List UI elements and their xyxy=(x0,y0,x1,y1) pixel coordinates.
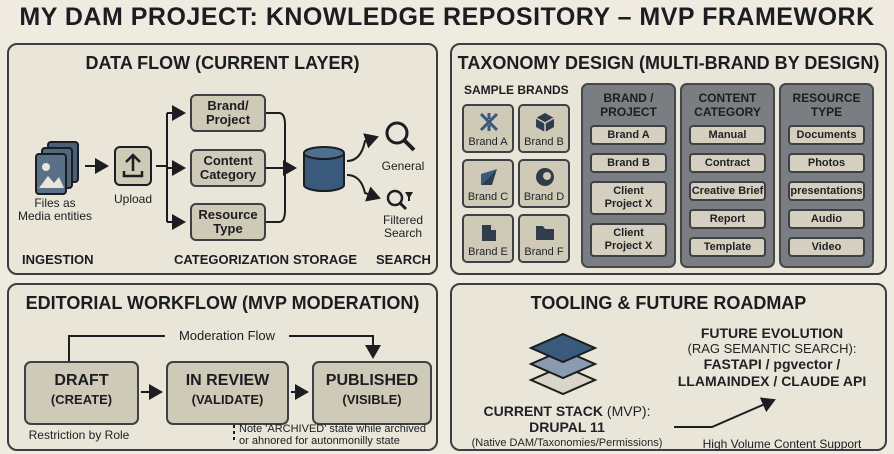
general-label: General xyxy=(381,159,425,173)
state-draft: DRAFT (CREATE) xyxy=(24,361,139,425)
brand-b-icon xyxy=(535,113,555,132)
restriction-label: Restriction by Role xyxy=(28,428,130,442)
resource-type-box: Resource Type xyxy=(190,203,266,241)
tooling-title: TOOLING & FUTURE ROADMAP xyxy=(530,293,807,313)
column-item: Creative Brief xyxy=(689,181,766,201)
resource-type-column: RESOURCE TYPE Documents Photos presentat… xyxy=(779,83,874,268)
current-stack-block: CURRENT STACK (MVP): DRUPAL 11 (Native D… xyxy=(462,403,672,449)
column-item: Client Project X xyxy=(590,181,667,215)
upload-icon xyxy=(114,146,152,186)
brand-e-icon xyxy=(482,225,496,241)
content-category-column: CONTENT CATEGORY Manual Contract Creativ… xyxy=(680,83,775,268)
search-icon xyxy=(385,121,416,152)
filtered-search-label: Filtered Search xyxy=(382,213,423,240)
current-stack-label: CURRENT STACK xyxy=(483,403,604,419)
column-item: Brand A xyxy=(590,125,667,145)
content-category-box: Content Category xyxy=(190,149,266,187)
brand-f-folder-icon xyxy=(536,226,554,240)
taxonomy-title: TAXONOMY DESIGN (MULTI-BRAND BY DESIGN) xyxy=(457,53,880,73)
brand-card-f: Brand F xyxy=(518,214,570,263)
column-item: Client Project X xyxy=(590,223,667,257)
moderation-flow-label: Moderation Flow xyxy=(167,328,287,343)
current-stack-note: (Native DAM/Taxonomies/Permissions) xyxy=(471,437,663,449)
stack-layers-icon xyxy=(528,332,598,396)
column-item: presentations xyxy=(788,181,865,201)
brand-project-box: Brand/ Project xyxy=(190,94,266,132)
filtered-search-icon xyxy=(386,189,413,211)
current-stack-value: DRUPAL 11 xyxy=(529,419,605,435)
search-label: SEARCH xyxy=(376,252,431,267)
column-item: Audio xyxy=(788,209,865,229)
state-in-review: IN REVIEW (VALIDATE) xyxy=(166,361,289,425)
roadmap-arrow xyxy=(674,397,776,428)
brand-card-d-label: Brand D xyxy=(523,191,565,203)
workflow-title: EDITORIAL WORKFLOW (MVP MODERATION) xyxy=(25,293,420,313)
brand-card-b-label: Brand B xyxy=(524,136,564,148)
state-published: PUBLISHED (VISIBLE) xyxy=(312,361,432,425)
workflow-arrows xyxy=(68,335,381,440)
state-name: IN REVIEW xyxy=(185,372,270,389)
future-block: FUTURE EVOLUTION (RAG SEMANTIC SEARCH): … xyxy=(662,325,882,390)
column-item: Manual xyxy=(689,125,766,145)
column-header: RESOURCE TYPE xyxy=(792,91,861,119)
column-item: Brand B xyxy=(590,153,667,173)
files-label: Files as Media entities xyxy=(17,196,93,223)
brand-c-icon xyxy=(481,169,497,185)
current-stack-mvp: (MVP): xyxy=(603,403,651,419)
brand-card-e: Brand E xyxy=(462,214,514,263)
brand-card-a-label: Brand A xyxy=(468,136,508,148)
column-item: Contract xyxy=(689,153,766,173)
brand-project-column: BRAND / PROJECT Brand A Brand B Client P… xyxy=(581,83,676,268)
files-icon xyxy=(35,141,79,195)
sample-brands-label: SAMPLE BRANDS xyxy=(464,83,569,97)
current-stack-heading: CURRENT STACK (MVP): xyxy=(462,403,672,419)
brand-card-c: Brand C xyxy=(462,159,514,208)
data-flow-panel: DATA FLOW (CURRENT LAYER) Files as Media… xyxy=(7,43,438,275)
state-name: PUBLISHED xyxy=(325,372,419,389)
brand-a-icon xyxy=(479,112,499,132)
state-sub: (CREATE) xyxy=(50,392,113,407)
database-icon xyxy=(303,146,345,192)
state-name: DRAFT xyxy=(54,372,109,389)
column-item: Video xyxy=(788,237,865,257)
brand-card-f-label: Brand F xyxy=(524,246,564,258)
page-title: MY DAM PROJECT: KNOWLEDGE REPOSITORY – M… xyxy=(19,3,875,31)
future-title: FUTURE EVOLUTION xyxy=(700,325,844,341)
column-item: Report xyxy=(689,209,766,229)
future-stack: FASTAPI / pgvector / LLAMAINDEX / CLAUDE… xyxy=(677,356,867,389)
tooling-panel: TOOLING & FUTURE ROADMAP FUTURE EVOLUTIO… xyxy=(450,283,887,451)
column-item: Photos xyxy=(788,153,865,173)
state-sub: (VISIBLE) xyxy=(342,392,402,407)
volume-note: High Volume Content Support xyxy=(702,437,862,451)
data-flow-arrows xyxy=(85,105,381,230)
archived-note: Note 'ARCHIVED' state while archived or … xyxy=(239,423,426,447)
brand-d-icon xyxy=(536,168,554,186)
brand-card-d: Brand D xyxy=(518,159,570,208)
storage-label: STORAGE xyxy=(293,252,358,267)
future-subtitle: (RAG SEMANTIC SEARCH): xyxy=(687,341,857,356)
column-header: CONTENT CATEGORY xyxy=(694,91,761,119)
data-flow-title: DATA FLOW (CURRENT LAYER) xyxy=(85,53,360,73)
brand-card-c-label: Brand C xyxy=(467,191,509,203)
categorization-label: CATEGORIZATION xyxy=(174,252,290,267)
brand-card-b: Brand B xyxy=(518,104,570,153)
column-item: Documents xyxy=(788,125,865,145)
brand-card-a: Brand A xyxy=(462,104,514,153)
column-header: BRAND / PROJECT xyxy=(600,91,657,119)
ingestion-label: INGESTION xyxy=(22,252,94,267)
state-sub: (VALIDATE) xyxy=(191,392,264,407)
upload-label: Upload xyxy=(113,192,153,206)
workflow-panel: EDITORIAL WORKFLOW (MVP MODERATION) Mode… xyxy=(7,283,438,451)
column-item: Template xyxy=(689,237,766,257)
taxonomy-panel: TAXONOMY DESIGN (MULTI-BRAND BY DESIGN) … xyxy=(450,43,887,275)
brand-card-e-label: Brand E xyxy=(468,246,508,258)
